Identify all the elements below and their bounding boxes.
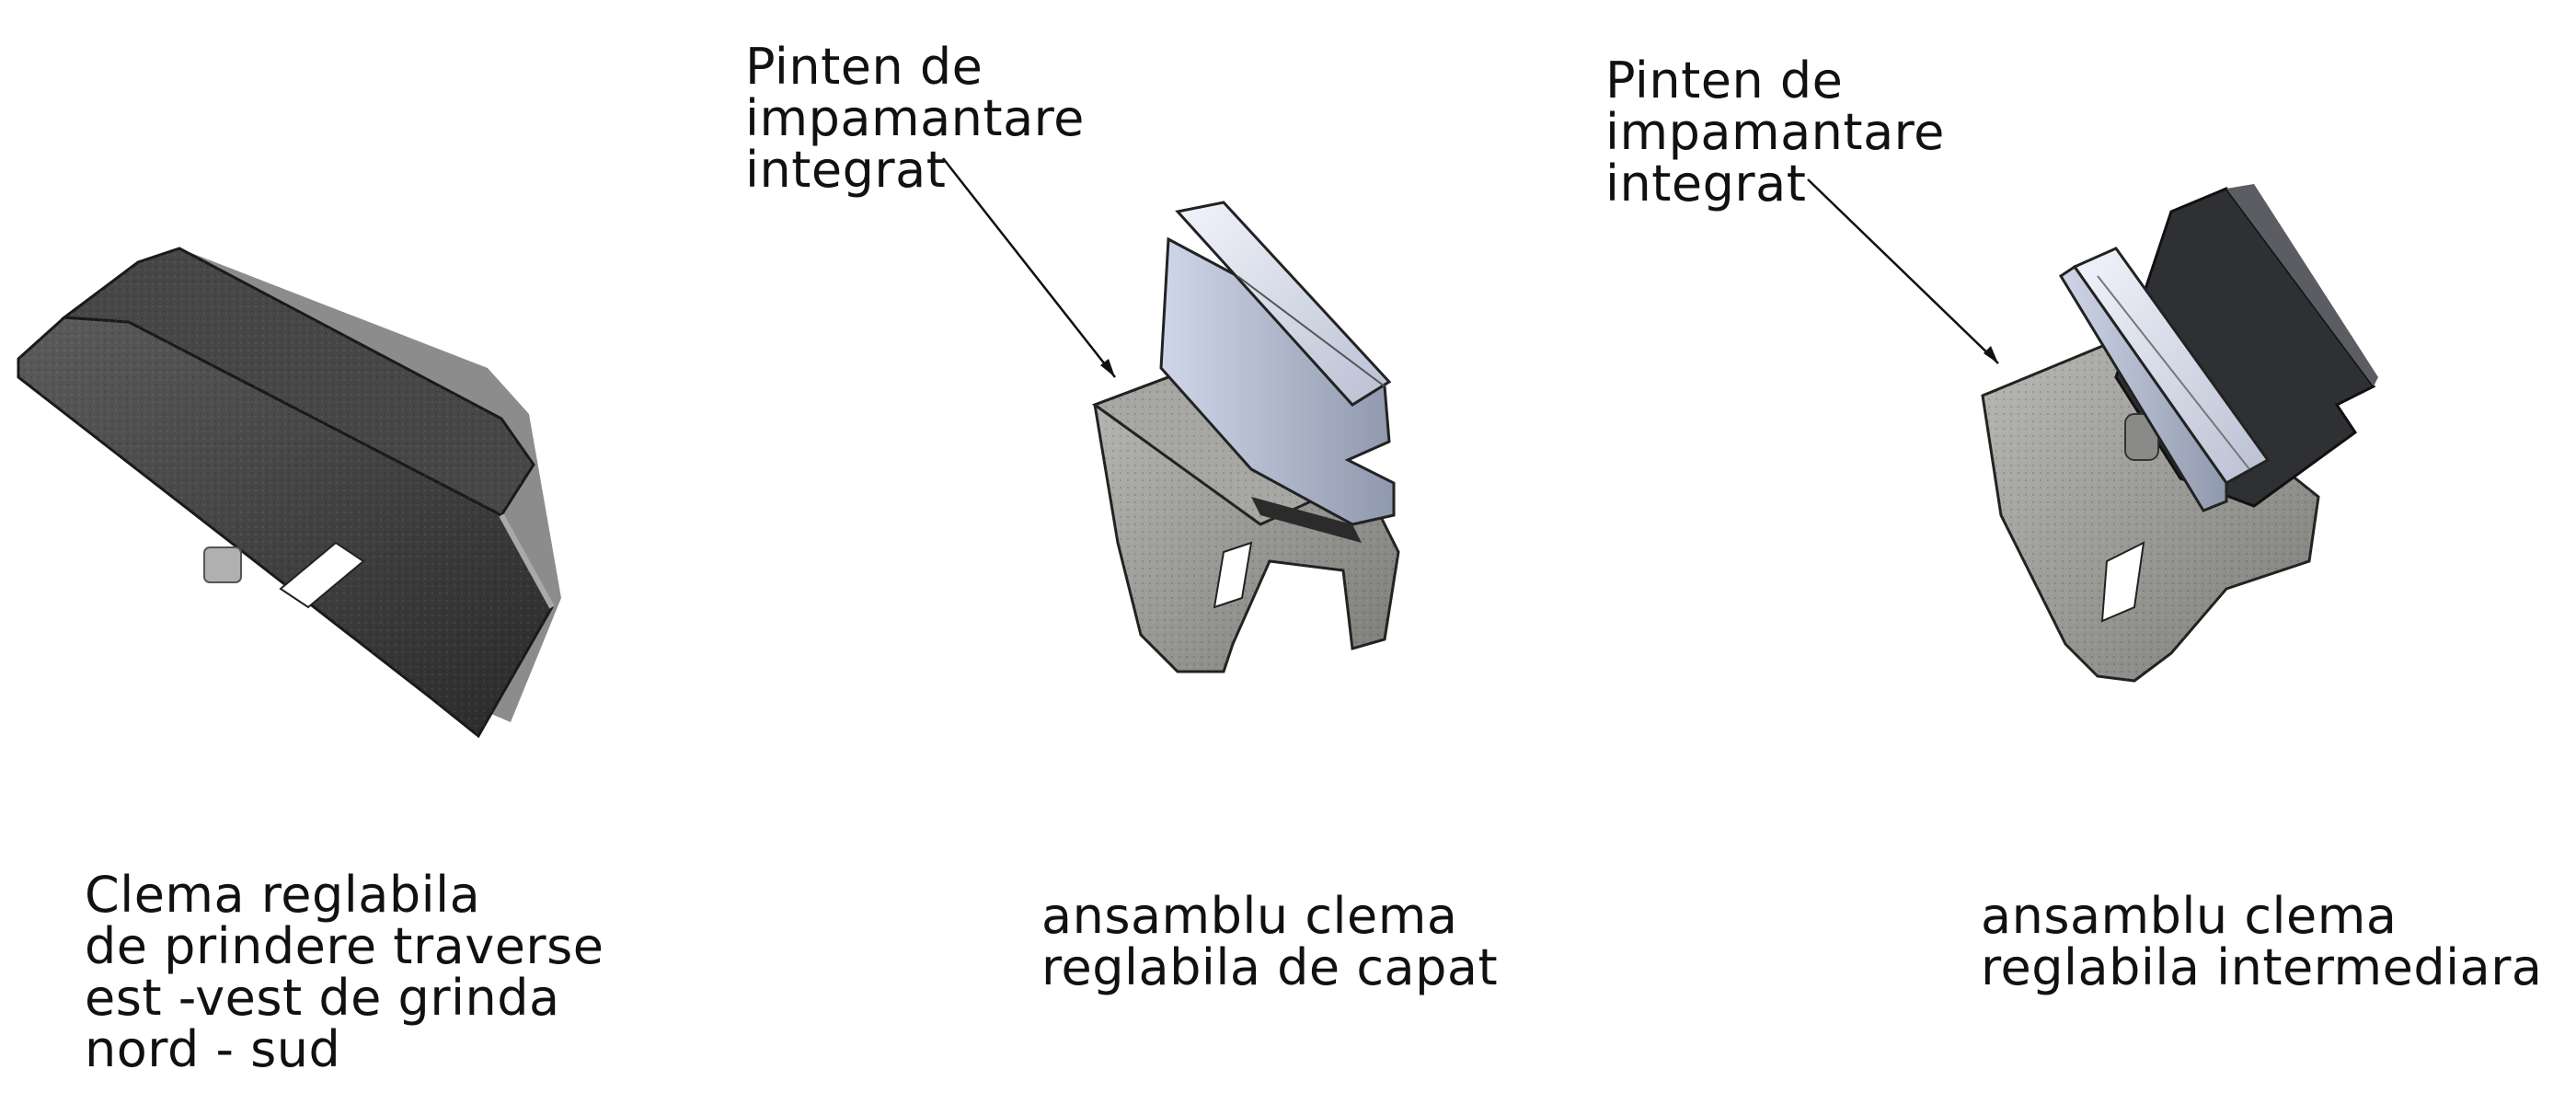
- callout-line: impamantare: [745, 89, 1085, 147]
- caption-end-clamp-assembly: ansamblu clema reglabila de capat: [1041, 891, 1498, 994]
- caption-line: ansamblu clema: [1981, 887, 2398, 945]
- mid-clamp-rail-side: [2058, 264, 2228, 512]
- end-clamp-rail-top: [1175, 201, 1392, 407]
- end-clamp-assembly: [1091, 201, 1400, 673]
- caption-line: nord - sud: [85, 1020, 341, 1078]
- clamp-bolt: [203, 546, 242, 583]
- callout-line: integrat: [745, 141, 947, 199]
- adjustable-clamp-part: [17, 247, 561, 739]
- caption-line: Clema reglabila: [85, 866, 481, 924]
- callout-line: Pinten de: [745, 38, 983, 96]
- callout-line: integrat: [1605, 155, 1807, 213]
- mid-clamp-hook-gap: [2100, 541, 2145, 623]
- callout-grounding-spur-mid: Pinten de impamantare integrat: [1605, 55, 1945, 210]
- caption-line: reglabila de capat: [1041, 938, 1499, 996]
- clamp-slot: [279, 541, 365, 609]
- caption-line: est -vest de grinda: [85, 969, 560, 1027]
- leader-line-end: [942, 157, 1116, 378]
- callout-grounding-spur-end: Pinten de impamantare integrat: [745, 41, 1085, 196]
- caption-adjustable-clamp: Clema reglabila de prindere traverse est…: [85, 869, 604, 1075]
- caption-intermediate-clamp-assembly: ansamblu clema reglabila intermediara: [1981, 891, 2543, 994]
- callout-line: impamantare: [1605, 103, 1945, 161]
- caption-line: de prindere traverse: [85, 917, 604, 975]
- caption-line: reglabila intermediara: [1981, 938, 2543, 996]
- intermediate-clamp-assembly: [1981, 184, 2378, 683]
- leader-line-mid: [1807, 178, 1999, 364]
- end-clamp-hook-gap: [1213, 541, 1253, 609]
- callout-line: Pinten de: [1605, 52, 1844, 109]
- caption-line: ansamblu clema: [1041, 887, 1458, 945]
